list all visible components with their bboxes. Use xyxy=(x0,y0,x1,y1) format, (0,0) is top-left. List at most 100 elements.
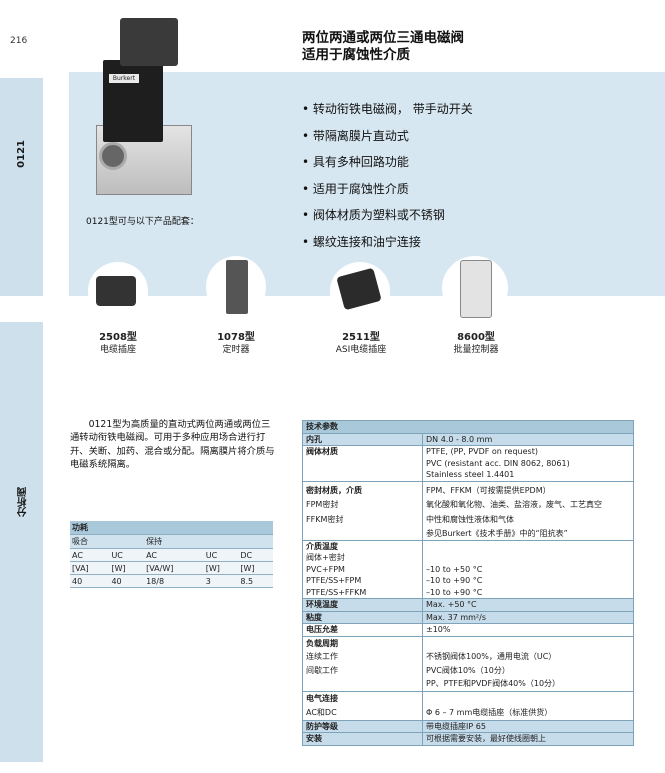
spec-key: 防护等级 xyxy=(302,720,423,733)
spec-line: PTFE/SS+FFKM xyxy=(306,587,367,597)
spec-value: –10 to +50 °C –10 to +90 °C –10 to +90 °… xyxy=(422,540,634,599)
spec-table: 技术参数 内孔 DN 4.0 - 8.0 mm 阀体材质 PTFE, (PP, … xyxy=(302,420,634,746)
feature-item: 转动衔铁电磁阀， 带手动开关 xyxy=(302,96,473,123)
spec-value: PTFE, (PP, PVDF on request) PVC (resista… xyxy=(422,445,634,482)
power-cell: AC xyxy=(70,548,110,562)
spec-key: 内孔 xyxy=(302,433,423,446)
spec-line: PVC (resistant acc. DIN 8062, 8061) xyxy=(426,458,570,468)
spec-value: DN 4.0 - 8.0 mm xyxy=(422,433,634,446)
spec-value: Φ 6 – 7 mm电缆插座（标准供货） xyxy=(422,691,634,721)
spec-key: 粘度 xyxy=(302,611,423,624)
spec-line: PVC+FPM xyxy=(306,564,345,574)
spec-key: 环境温度 xyxy=(302,598,423,612)
power-cell: [W] xyxy=(203,561,239,575)
feature-item: 螺纹连接和油宁连接 xyxy=(302,229,473,256)
spec-key: 密封材质，介质 FPM密封 FFKM密封 xyxy=(302,481,423,541)
valve-logo: Burkert xyxy=(109,74,139,83)
power-cell: UC xyxy=(203,548,239,562)
description: 0121型为高质量的直动式两位两通或两位三通转动衔铁电磁阀。可用于多种应用场合进… xyxy=(70,419,275,470)
feature-item: 具有多种回路功能 xyxy=(302,149,473,176)
spec-line: 负载周期 xyxy=(306,638,338,648)
power-table: 功耗 吸合 保持 AC UC AC UC DC [VA] [W] [VA/W] … xyxy=(70,521,273,588)
spec-value: 带电缆插座IP 65 xyxy=(422,720,634,733)
product-2508: 2508型 电缆插座 xyxy=(88,332,148,356)
power-cell: [W] xyxy=(109,561,145,575)
spec-line: 间歇工作 xyxy=(306,665,338,675)
product-2508-frame xyxy=(88,262,148,320)
spec-line: 中性和腐蚀性液体和气体 xyxy=(426,514,514,524)
spec-line: Φ 6 – 7 mm电缆插座（标准供货） xyxy=(426,707,553,717)
spec-value: FPM、FFKM（可按需提供EPDM） 氧化酸和氧化物、油类、盐溶液，废气、工艺… xyxy=(422,481,634,541)
spec-value: Max. +50 °C xyxy=(422,598,634,612)
page-number: 216 xyxy=(10,36,28,46)
spec-value: 可根据需要安装，最好使线圈朝上 xyxy=(426,734,546,743)
feature-item: 阀体材质为塑料或不锈钢 xyxy=(302,202,473,229)
sidebar-top: 0121 xyxy=(0,78,43,296)
timer-image xyxy=(226,260,248,314)
spec-line: –10 to +90 °C xyxy=(426,576,483,585)
product-2511-frame xyxy=(330,262,390,320)
power-cell: [VA] xyxy=(70,561,110,575)
product-2511: 2511型 ASI电缆插座 xyxy=(316,332,406,356)
spec-line: PTFE, (PP, PVDF on request) xyxy=(426,447,538,456)
product-name: 定时器 xyxy=(222,345,250,355)
spec-line: PP、PTFE和PVDF阀体40%（10分） xyxy=(426,679,561,688)
spec-line: Stainless steel 1.4401 xyxy=(426,470,515,479)
product-name: 批量控制器 xyxy=(453,345,499,355)
spec-line: FFKM密封 xyxy=(306,514,344,524)
valve-coil-image xyxy=(103,60,163,142)
spec-line: 氧化酸和氧化物、油类、盐溶液，废气、工艺真空 xyxy=(426,500,602,509)
spec-value: 不锈钢阀体100%，通用电流（UC） PVC阀体10%（10分） PP、PTFE… xyxy=(422,636,634,692)
spec-key: 负载周期 连续工作 间歇工作 xyxy=(302,636,423,692)
product-1078-frame xyxy=(206,256,266,318)
spec-key: 电压允差 xyxy=(302,623,423,637)
product-type: 1078型 xyxy=(217,332,255,343)
spec-line: AC和DC xyxy=(306,707,337,717)
power-cell: 3 xyxy=(203,574,239,588)
product-name: 电缆插座 xyxy=(99,345,136,355)
power-cell: 18/8 xyxy=(144,574,204,588)
spec-line: –10 to +90 °C xyxy=(426,587,483,597)
product-type: 2508型 xyxy=(99,332,137,343)
power-cell: [VA/W] xyxy=(144,561,204,575)
power-cell: 40 xyxy=(109,574,145,588)
feature-item: 适用于腐蚀性介质 xyxy=(302,176,473,203)
power-cell: 40 xyxy=(70,574,110,588)
spec-line: 不锈钢阀体100%，通用电流（UC） xyxy=(426,652,557,661)
power-title: 功耗 xyxy=(70,521,273,535)
page-title: 两位两通或两位三通电磁阀 适用于腐蚀性介质 xyxy=(302,30,464,64)
spec-line: FPM密封 xyxy=(306,500,339,509)
product-8600-frame xyxy=(442,256,508,320)
valve-plug-image xyxy=(120,18,178,66)
sidebar-code: 0121 xyxy=(16,140,27,168)
title-line-2: 适用于腐蚀性介质 xyxy=(302,47,410,63)
spec-line: 参见Burkert《技术手册》中的“阻抗表” xyxy=(426,529,568,538)
spec-line: 电气连接 xyxy=(306,693,338,703)
power-cell: 8.5 xyxy=(238,574,273,588)
product-1078: 1078型 定时器 xyxy=(206,332,266,356)
sidebar-bottom: 分析阀 xyxy=(0,322,43,762)
product-name: ASI电缆插座 xyxy=(335,345,387,355)
compat-text: 0121型可与以下产品配套： xyxy=(86,217,199,227)
feature-item: 带隔离膜片直动式 xyxy=(302,123,473,150)
spec-line: –10 to +50 °C xyxy=(426,564,483,574)
spec-line: 介质温度 xyxy=(306,541,338,551)
feature-list: 转动衔铁电磁阀， 带手动开关 带隔离膜片直动式 具有多种回路功能 适用于腐蚀性介… xyxy=(302,96,473,255)
product-8600: 8600型 批量控制器 xyxy=(436,332,516,356)
spec-key: 安装 xyxy=(302,732,423,745)
spec-key: 电气连接 AC和DC xyxy=(302,691,423,721)
valve-port-image xyxy=(99,142,127,170)
product-type: 2511型 xyxy=(342,332,380,343)
power-cell: UC xyxy=(109,548,145,562)
power-cell: [W] xyxy=(238,561,273,575)
spec-line: PVC阀体10%（10分） xyxy=(426,665,510,675)
spec-header: 技术参数 xyxy=(302,420,634,434)
power-group: 保持 xyxy=(144,534,273,549)
spec-line: 阀体+密封 xyxy=(306,553,345,562)
cable-plug-image xyxy=(96,276,136,306)
spec-line: 连续工作 xyxy=(306,652,338,661)
title-line-1: 两位两通或两位三通电磁阀 xyxy=(302,30,464,46)
spec-value: ±10% xyxy=(422,623,634,637)
batch-controller-image xyxy=(460,260,492,318)
spec-value: Max. 37 mm²/s xyxy=(422,611,634,624)
